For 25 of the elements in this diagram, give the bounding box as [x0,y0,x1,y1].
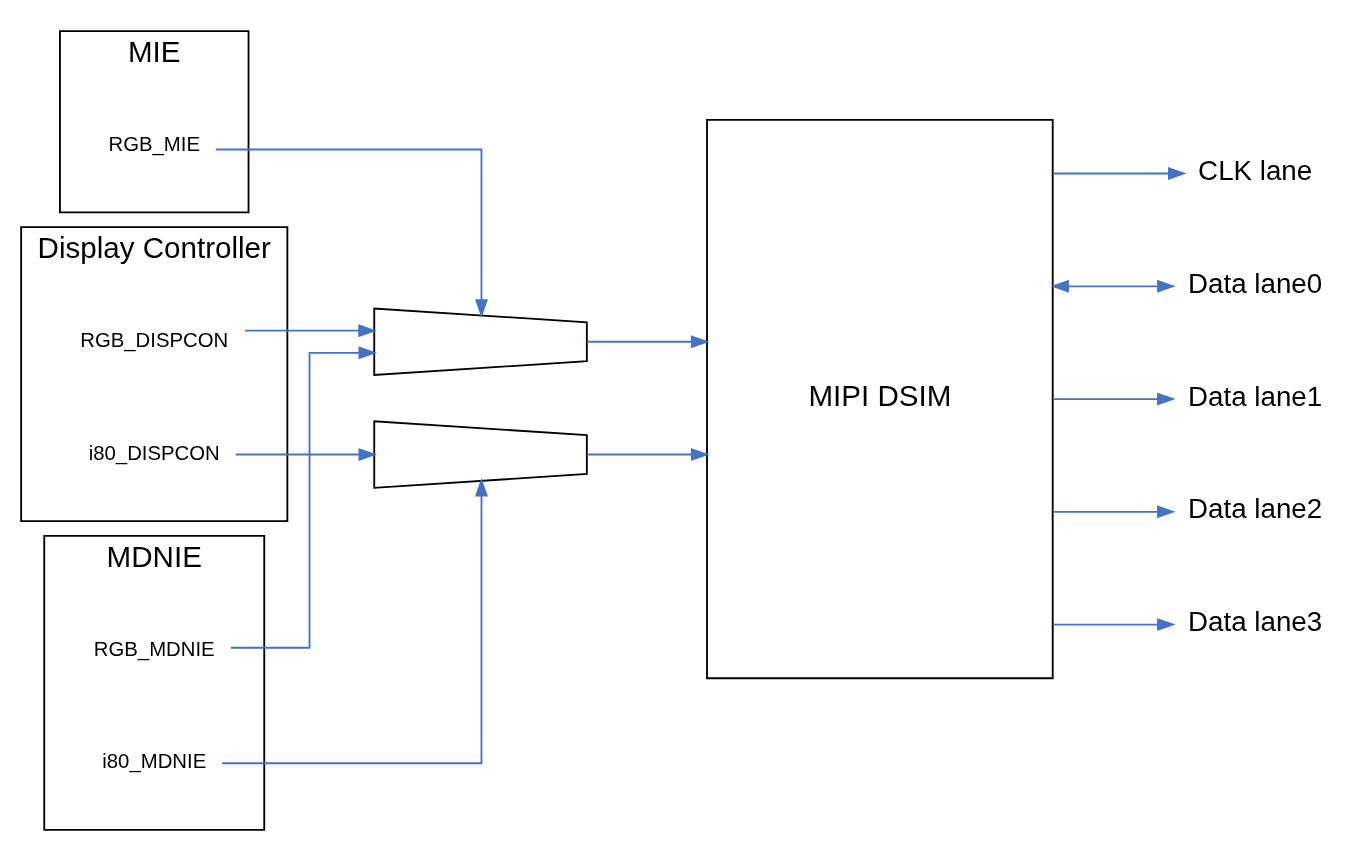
arrow [221,477,488,764]
node-text: RGB_DISPCON [80,328,229,351]
arrow [586,447,710,461]
arrow [214,148,488,318]
arrow [1052,392,1176,406]
node-box: MIPI DSIM [706,118,1054,679]
node-text: RGB_MIE [108,132,200,155]
node-text: CLK lane [1198,154,1313,186]
arrow [586,334,710,348]
node-text: Data lane1 [1188,380,1323,412]
node-trapezoid [373,307,588,376]
arrow [1052,504,1176,518]
node-text: i80_MDNIE [102,749,207,772]
node-text: Data lane0 [1188,267,1323,299]
node-trapezoid [373,419,588,489]
arrow [1052,617,1176,631]
arrow [230,345,377,649]
node-text: RGB_MDNIE [93,637,215,660]
arrow [1052,166,1187,180]
node-text: Data lane3 [1188,605,1323,637]
node-text: i80_DISPCON [88,441,220,464]
arrow [234,447,378,461]
node-text: Data lane2 [1188,492,1323,524]
arrow [1050,279,1176,293]
arrow [244,323,377,337]
